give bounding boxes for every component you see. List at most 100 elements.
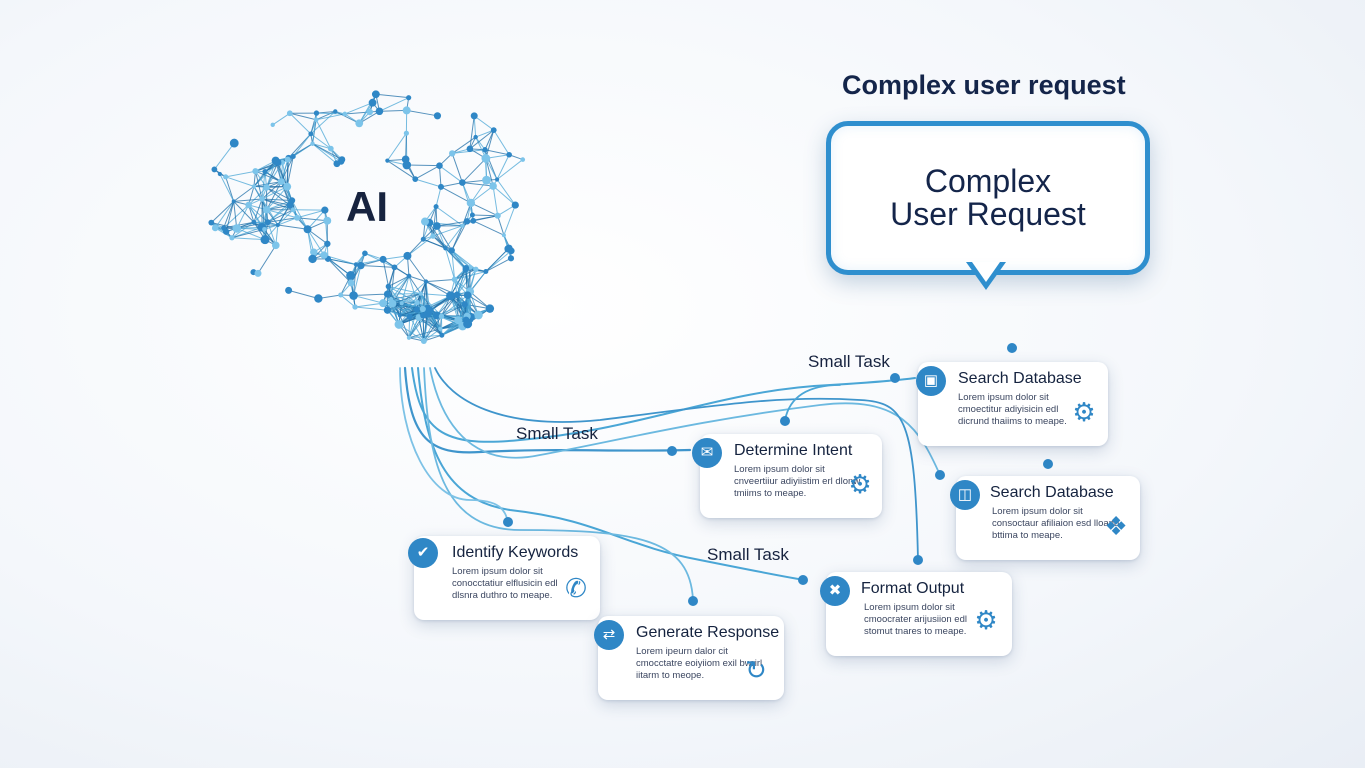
brain-node: [406, 273, 412, 279]
brain-link: [296, 217, 328, 222]
brain-link: [292, 143, 313, 157]
brain-node: [229, 235, 235, 241]
connector-line: [403, 366, 692, 454]
brain-link: [307, 228, 328, 245]
brain-node: [275, 223, 280, 228]
brain-link: [461, 182, 473, 216]
brain-link: [440, 186, 472, 204]
brain-link: [387, 309, 417, 311]
endpoint-dot: [667, 446, 677, 456]
brain-link: [312, 143, 343, 160]
brain-node: [320, 251, 328, 259]
brain-node: [303, 225, 312, 234]
brain-link: [261, 181, 282, 200]
brain-link: [423, 334, 442, 342]
brain-link: [286, 156, 294, 187]
task-card-identify-keywords[interactable]: ✔ Identify Keywords Lorem ipsum dolor si…: [408, 536, 600, 620]
brain-link: [312, 143, 331, 150]
brain-link: [360, 265, 395, 268]
brain-node: [473, 134, 478, 140]
connector-line: [417, 367, 806, 581]
brain-node: [383, 306, 392, 314]
brain-link: [255, 170, 282, 183]
brain-link: [399, 315, 410, 338]
brain-node: [379, 299, 388, 308]
brain-link: [386, 275, 410, 295]
brain-node: [406, 313, 413, 320]
brain-node: [346, 271, 356, 281]
brain-link: [399, 293, 422, 316]
brain-link: [457, 295, 469, 321]
brain-node: [438, 313, 445, 320]
brain-node: [260, 235, 270, 245]
brain-link: [280, 181, 291, 206]
brain-link: [492, 185, 516, 206]
wrench-icon: ✖: [820, 576, 850, 606]
brain-node: [286, 201, 294, 209]
task-card-search-database[interactable]: ▣ Search Database Lorem ipsum dolor sit …: [916, 362, 1108, 446]
brain-link: [492, 185, 499, 216]
brain-link: [451, 136, 476, 154]
brain-node: [379, 255, 387, 263]
brain-node: [494, 212, 501, 219]
brain-node: [338, 156, 346, 163]
brain-link: [445, 247, 467, 269]
brain-node: [397, 313, 402, 318]
brain-link: [461, 158, 487, 183]
brain-node: [413, 306, 420, 313]
brain-link: [231, 221, 255, 239]
brain-node: [436, 162, 443, 169]
brain-node: [251, 184, 257, 189]
brain-link: [473, 220, 505, 236]
brain-link: [423, 238, 446, 249]
brain-node: [338, 292, 344, 298]
brain-link: [253, 198, 263, 223]
brain-node: [262, 168, 268, 175]
task-card-determine-intent[interactable]: ✉ Determine Intent Lorem ipsum dolor sit…: [692, 434, 882, 518]
brain-link: [432, 206, 437, 237]
connector-line: [434, 367, 919, 561]
brain-link: [327, 258, 352, 284]
tools-icon: ❖: [1104, 511, 1128, 541]
brain-link: [307, 209, 326, 230]
brain-link: [392, 293, 421, 305]
small-task-label: Small Task: [707, 545, 789, 564]
brain-link: [388, 285, 421, 295]
brain-link: [485, 158, 494, 187]
brain-node: [347, 279, 355, 287]
brain-link: [436, 220, 468, 227]
brain-link: [353, 264, 357, 296]
brain-link: [379, 97, 409, 112]
brain-node: [283, 182, 292, 191]
brain-node: [473, 310, 483, 320]
brain-link: [225, 201, 235, 232]
endpoint-dot: [913, 555, 923, 565]
task-card-format-output[interactable]: ✖ Format Output Lorem ipsum dolor sit cm…: [820, 572, 1012, 656]
brain-link: [340, 294, 356, 308]
brain-link: [388, 286, 418, 303]
card-title: Format Output: [861, 580, 965, 597]
brain-link: [233, 185, 255, 202]
gear-icon: ⚙: [1072, 397, 1096, 427]
card-title: Search Database: [958, 370, 1082, 387]
brain-link: [456, 268, 467, 295]
brain-link: [409, 316, 425, 342]
refresh-icon: ↻: [745, 655, 767, 685]
task-card-search-database-2[interactable]: ◫ Search Database Lorem ipsum dolor sit …: [950, 476, 1140, 560]
brain-link: [388, 286, 403, 304]
brain-link: [231, 228, 265, 239]
brain-node: [313, 117, 319, 123]
chat-icon: ✆: [565, 573, 587, 603]
brain-link: [388, 275, 410, 287]
endpoint-dot: [798, 575, 808, 585]
brain-link: [355, 302, 384, 308]
brain-link: [223, 201, 235, 229]
brain-link: [315, 119, 332, 149]
brain-node: [270, 122, 275, 127]
brain-node: [463, 319, 473, 329]
brain-link: [484, 149, 510, 156]
brain-node: [459, 179, 466, 186]
task-card-generate-response[interactable]: ⇄ Generate Response Lorem ipeurn dalor c…: [594, 616, 784, 700]
brain-node: [419, 305, 426, 313]
brain-node: [271, 156, 280, 165]
